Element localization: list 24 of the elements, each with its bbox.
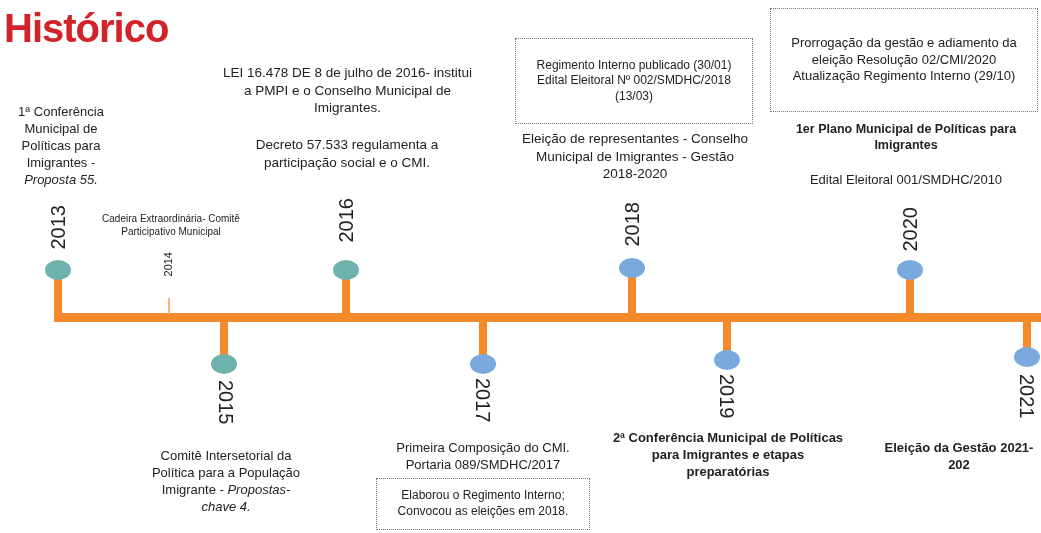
- year-label: 2013: [48, 205, 68, 250]
- year-label: 2015: [216, 380, 236, 425]
- event-text: Edital Eleitoral 001/SMDHC/2010: [808, 172, 1004, 189]
- event-text: Eleição da Gestão 2021-202: [883, 440, 1035, 474]
- event-text: Comitê Intersetorial da Política para a População Imigrante - Propostas-chave 4.: [150, 448, 302, 516]
- year-label: 2014: [163, 252, 174, 277]
- year-label: 2021: [1017, 374, 1037, 419]
- event-text: Primeira Composição do CMI. Portaria 089/SMDHC/2017: [395, 440, 571, 474]
- page-title: Histórico: [4, 6, 169, 51]
- note-box: Regimento Interno publicado (30/01) Edital Eleitoral Nº 002/SMDHC/2018 (13/03): [515, 38, 753, 124]
- year-label: 2016: [336, 198, 356, 243]
- event-text: 1er Plano Municipal de Políticas para Imigrantes: [794, 121, 1018, 154]
- event-text: LEI 16.478 DE 8 de julho de 2016- institui a PMPI e o Conselho Municipal de Imigrantes.: [221, 64, 474, 117]
- event-text: Decreto 57.533 regulamenta a participação social e o CMI.: [254, 136, 440, 172]
- note-box: Prorrogação da gestão e adiamento da eleição Resolução 02/CMI/2020 Atualização Regimento Interno (29/10): [770, 8, 1038, 112]
- event-text: 1ª Conferência Municipal de Políticas para Imigrantes - Proposta 55.: [17, 104, 105, 189]
- note-box: Elaborou o Regimento Interno; Convocou as eleições em 2018.: [376, 478, 590, 530]
- year-label: 2019: [717, 374, 737, 419]
- year-label: 2018: [622, 202, 642, 247]
- event-text: Cadeira Extraordinária- Comitê Participativo Municipal: [101, 212, 241, 238]
- event-text: 2ª Conferência Municipal de Políticas para Imigrantes e etapas preparatórias: [612, 430, 844, 481]
- year-label: 2017: [473, 378, 493, 423]
- event-text: Eleição de representantes - Conselho Municipal de Imigrantes - Gestão 2018-2020: [522, 130, 748, 183]
- year-label: 2020: [900, 207, 920, 252]
